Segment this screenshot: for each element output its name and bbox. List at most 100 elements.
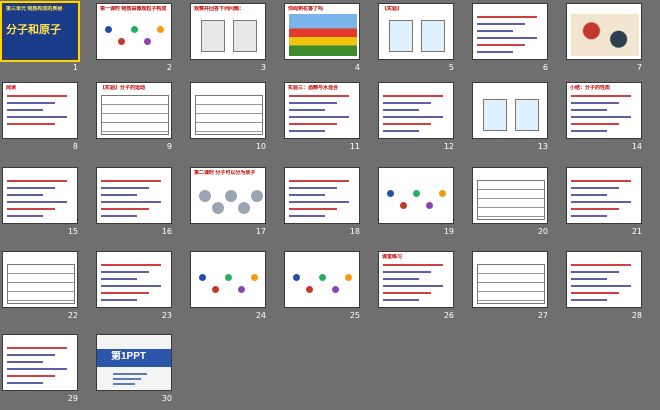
slide-number: 17 — [255, 227, 266, 236]
text-line — [571, 278, 607, 280]
particle-dot — [144, 38, 151, 45]
text-line — [289, 215, 325, 217]
slide-number: 18 — [349, 227, 360, 236]
particle-dot — [131, 26, 138, 33]
text-line — [383, 271, 431, 273]
slide-thumbnail[interactable]: 【实验】 — [378, 3, 454, 60]
slide-number: 10 — [255, 142, 266, 151]
slide-number: 1 — [72, 63, 78, 72]
text-line — [113, 383, 135, 385]
text-line — [571, 180, 631, 182]
particle-dot — [118, 38, 125, 45]
text-line — [571, 299, 607, 301]
slide-thumbnail[interactable] — [378, 82, 454, 139]
text-line — [7, 375, 55, 377]
slide-number: 24 — [255, 311, 266, 320]
slide-thumbnail[interactable] — [284, 167, 360, 224]
slide-thumbnail[interactable] — [378, 167, 454, 224]
slide-thumbnail[interactable] — [190, 82, 266, 139]
balance-scale — [201, 20, 225, 52]
text-line — [101, 285, 161, 287]
text-line — [7, 187, 55, 189]
slide-thumbnail[interactable]: 第一课时 物质由微观粒子构成 — [96, 3, 172, 60]
slide-thumbnail[interactable] — [472, 82, 548, 139]
text-line — [571, 215, 607, 217]
slide-thumbnail[interactable]: 你闻到花香了吗 — [284, 3, 360, 60]
text-line — [383, 123, 431, 125]
text-line — [7, 116, 67, 118]
particle-dot — [387, 190, 394, 197]
slide-thumbnail[interactable]: 【实验】分子的运动 — [96, 82, 172, 139]
slide-number: 4 — [354, 63, 360, 72]
particle-dot — [345, 274, 352, 281]
slide-thumbnail[interactable]: 观察并回答下列问题： — [190, 3, 266, 60]
text-line — [113, 373, 147, 375]
particle-dot — [225, 274, 232, 281]
text-line — [7, 201, 67, 203]
text-line — [477, 16, 537, 18]
beaker — [515, 99, 539, 131]
slide-thumbnail[interactable] — [566, 251, 642, 308]
text-line — [571, 285, 631, 287]
slide-thumbnail[interactable] — [2, 251, 78, 308]
slide-thumbnail[interactable] — [472, 3, 548, 60]
slide-thumbnail[interactable] — [566, 167, 642, 224]
slide-number: 25 — [349, 311, 360, 320]
text-line — [383, 299, 419, 301]
slide-title: 第1PPT — [111, 351, 147, 362]
text-line — [571, 201, 631, 203]
text-line — [571, 208, 619, 210]
slide-title: 你闻到花香了吗 — [288, 6, 324, 12]
text-line — [383, 264, 443, 266]
text-line — [289, 208, 337, 210]
molecule-sphere — [251, 190, 263, 202]
text-line — [7, 361, 43, 363]
slide-number: 7 — [636, 63, 642, 72]
text-line — [101, 292, 149, 294]
text-line — [289, 130, 325, 132]
slide-number: 12 — [443, 142, 454, 151]
slide-thumbnail[interactable] — [284, 251, 360, 308]
text-line — [383, 285, 443, 287]
text-line — [383, 292, 431, 294]
slide-number: 30 — [161, 394, 172, 403]
text-line — [571, 116, 631, 118]
beaker — [421, 20, 445, 52]
data-table — [195, 95, 263, 135]
slide-thumbnail[interactable] — [190, 251, 266, 308]
text-line — [101, 180, 161, 182]
text-line — [289, 201, 349, 203]
slide-thumbnail[interactable] — [2, 334, 78, 391]
slide-thumbnail[interactable] — [2, 167, 78, 224]
slide-thumbnail[interactable] — [472, 251, 548, 308]
particle-dot — [426, 202, 433, 209]
slide-number: 13 — [537, 142, 548, 151]
slide-number: 27 — [537, 311, 548, 320]
slide-thumbnail[interactable] — [96, 251, 172, 308]
slide-thumbnail[interactable]: 第1PPT — [96, 334, 172, 391]
slide-thumbnail[interactable]: 实验三：酒精与水混合 — [284, 82, 360, 139]
text-line — [571, 187, 619, 189]
text-line — [7, 102, 55, 104]
molecule-sphere — [225, 190, 237, 202]
slide-thumbnail[interactable]: 小结：分子的性质 — [566, 82, 642, 139]
text-line — [7, 123, 55, 125]
slide-thumbnail[interactable] — [96, 167, 172, 224]
text-line — [101, 201, 161, 203]
slide-number: 9 — [166, 142, 172, 151]
slide-thumbnail[interactable]: 课堂练习 — [378, 251, 454, 308]
slide-thumbnail[interactable]: 阅读 — [2, 82, 78, 139]
particle-dot — [439, 190, 446, 197]
slide-thumbnail[interactable]: 第三单元 物质构成的奥秘分子和原子 — [0, 1, 80, 62]
slide-thumbnail[interactable] — [472, 167, 548, 224]
text-line — [571, 271, 619, 273]
particle-dot — [212, 286, 219, 293]
banner — [97, 349, 171, 367]
text-line — [383, 130, 419, 132]
slide-thumbnail[interactable] — [566, 3, 642, 60]
slide-title: 小结：分子的性质 — [570, 85, 611, 91]
text-line — [289, 180, 349, 182]
slide-thumbnail[interactable]: 第二课时 分子可以分为原子 — [190, 167, 266, 224]
text-line — [289, 95, 349, 97]
